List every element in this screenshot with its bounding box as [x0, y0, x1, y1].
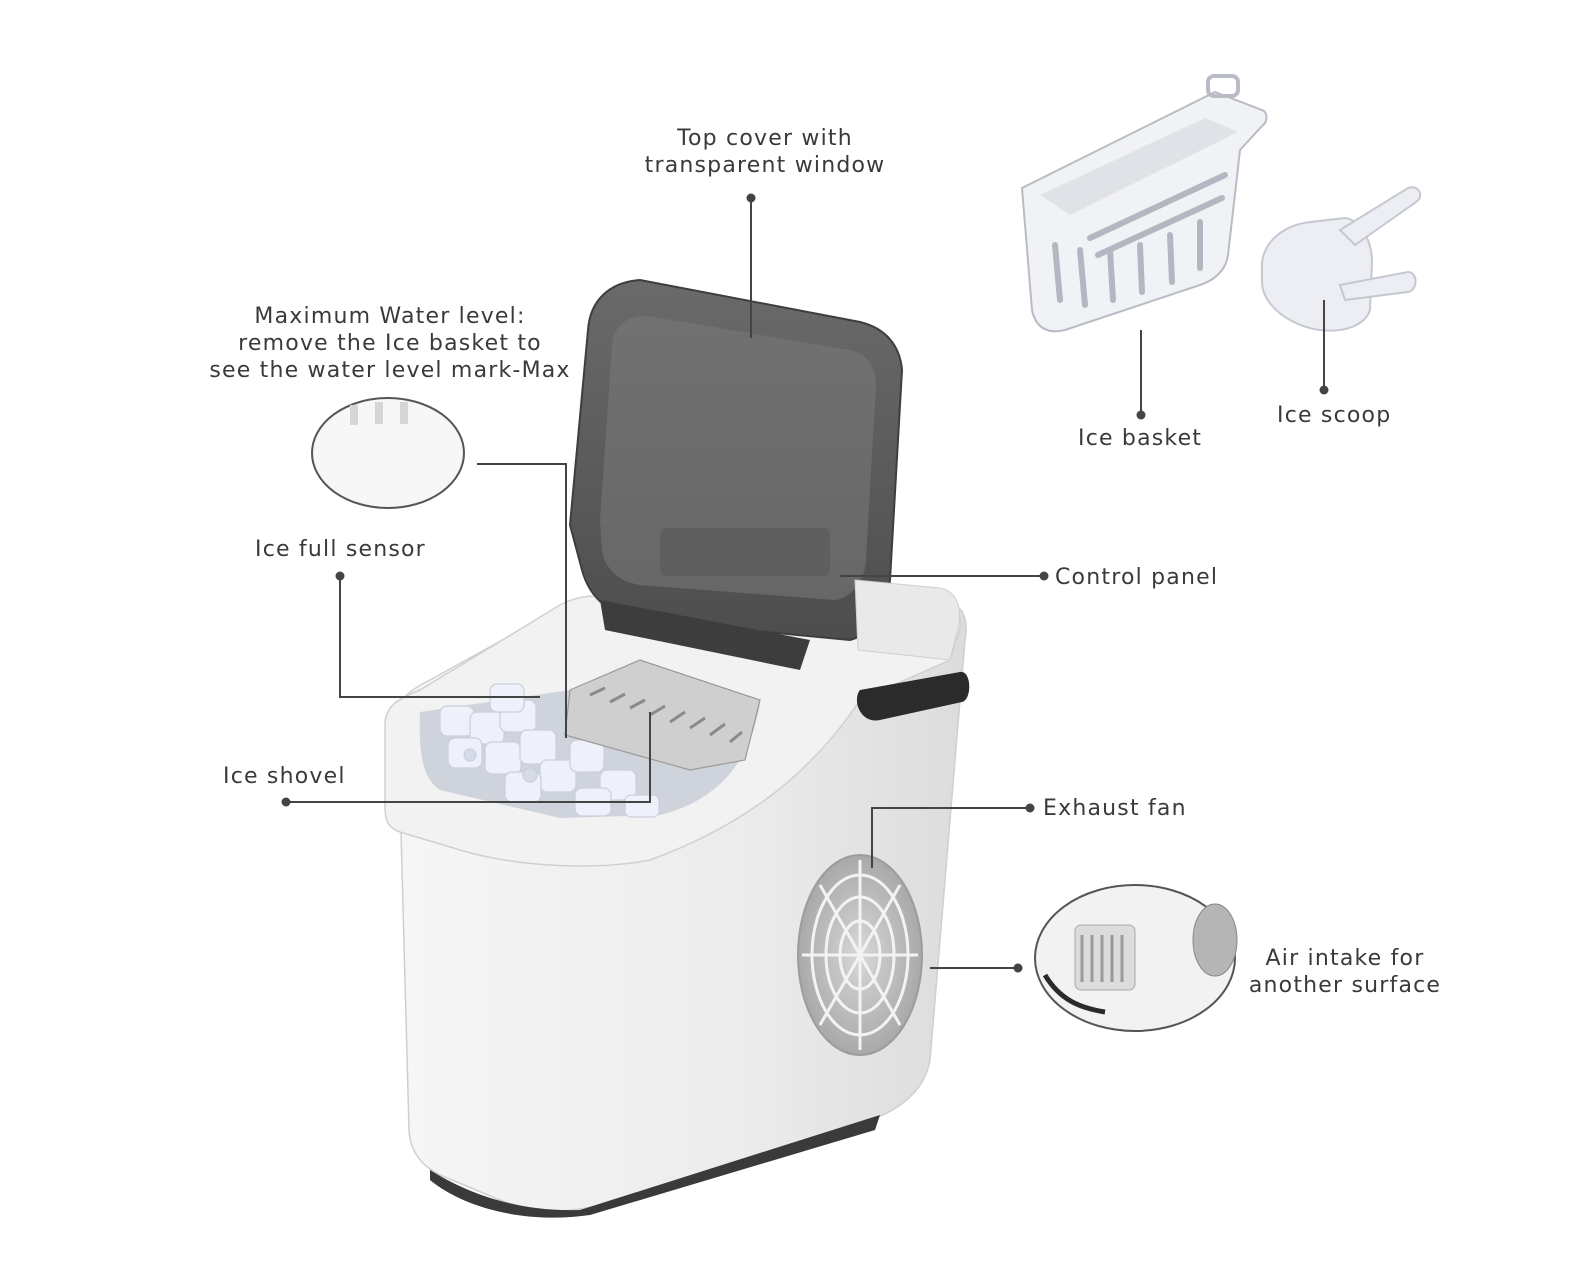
- air-intake-inset: [1034, 884, 1238, 1032]
- label-air-intake-line-1: Air intake for: [1265, 946, 1425, 971]
- top-cover: [568, 278, 904, 670]
- ice-basket: [1020, 74, 1268, 333]
- label-max-water-line-1: Maximum Water level:: [254, 304, 526, 329]
- label-ice-scoop: Ice scoop: [1277, 403, 1392, 428]
- label-top-cover-line-1: Top cover with: [677, 126, 853, 151]
- label-max-water-line-2: remove the Ice basket to: [238, 331, 542, 356]
- label-air-intake-line-2: another surface: [1248, 973, 1442, 998]
- label-control-panel: Control panel: [1055, 565, 1219, 590]
- label-ice-shovel: Ice shovel: [223, 764, 346, 789]
- label-max-water-line-3: see the water level mark-Max: [209, 358, 571, 383]
- exhaust-fan: [797, 854, 923, 1056]
- rear-top: [854, 579, 960, 661]
- handle: [856, 671, 970, 721]
- label-air-intake: Air intake for another surface: [1240, 945, 1450, 999]
- ice-scoop: [1261, 186, 1422, 332]
- label-max-water: Maximum Water level: remove the Ice bask…: [200, 303, 580, 384]
- label-top-cover-line-2: transparent window: [644, 153, 886, 178]
- label-top-cover: Top cover with transparent window: [630, 125, 900, 179]
- label-ice-full-sensor: Ice full sensor: [255, 537, 426, 562]
- leader-lines: [286, 198, 1325, 969]
- label-exhaust-fan: Exhaust fan: [1043, 796, 1187, 821]
- max-water-inset: [311, 397, 465, 509]
- leader-dots: [281, 193, 1329, 973]
- label-ice-basket: Ice basket: [1078, 426, 1203, 451]
- ice-cubes: [439, 683, 660, 818]
